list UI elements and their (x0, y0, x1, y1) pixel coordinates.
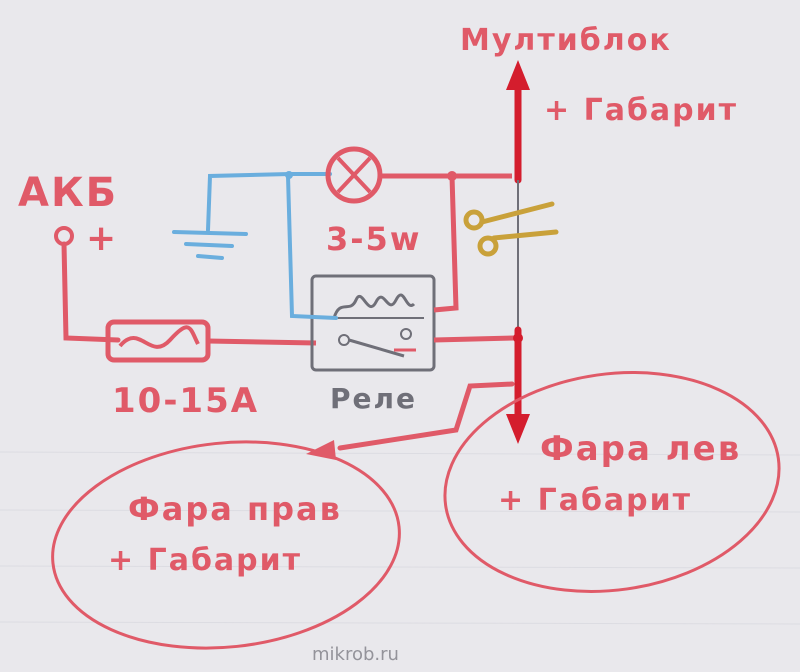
relay-label: Реле (330, 382, 417, 415)
right-parking-label: + Габарит (108, 543, 302, 578)
right-headlight-oval (51, 440, 401, 650)
scissors-icon (463, 201, 559, 257)
battery-label: АКБ (18, 170, 118, 216)
battery-terminal (54, 226, 121, 343)
main-bus (506, 60, 530, 444)
right-branch-wire (337, 381, 515, 451)
left-headlight-label: Фара лев (540, 429, 741, 469)
lamp-to-relay-wire (380, 173, 459, 313)
fuse-to-relay-wire (207, 338, 317, 346)
relay (310, 274, 436, 372)
left-headlight-oval (443, 371, 781, 593)
up-arrow-icon (506, 60, 530, 90)
fuse-element (118, 325, 200, 349)
multiblock-label: Мултиблок (460, 23, 672, 58)
left-parking-label: + Габарит (498, 483, 692, 518)
relay-icon (310, 274, 436, 372)
battery-plus-sign: + (86, 218, 118, 259)
down-arrow-icon (506, 414, 530, 444)
fuse (105, 319, 211, 363)
ground-wiring (172, 171, 338, 320)
lamp-rating-label: 3-5w (326, 220, 421, 258)
relay-output-wire (433, 335, 515, 343)
parking-label: + Габарит (544, 93, 738, 128)
paper-lines (0, 451, 800, 625)
relay-coil (332, 293, 416, 319)
ground-icon (172, 230, 248, 260)
right-headlight-label: Фара прав (128, 490, 342, 528)
relay-switch (348, 338, 405, 358)
lamp-feed-wire (206, 172, 332, 232)
lamp (325, 146, 383, 204)
battery-wire (61, 241, 121, 343)
fuse-rating-label: 10-15A (112, 381, 259, 421)
coil-ground-wire (286, 174, 338, 320)
watermark: mikrob.ru (312, 644, 399, 665)
